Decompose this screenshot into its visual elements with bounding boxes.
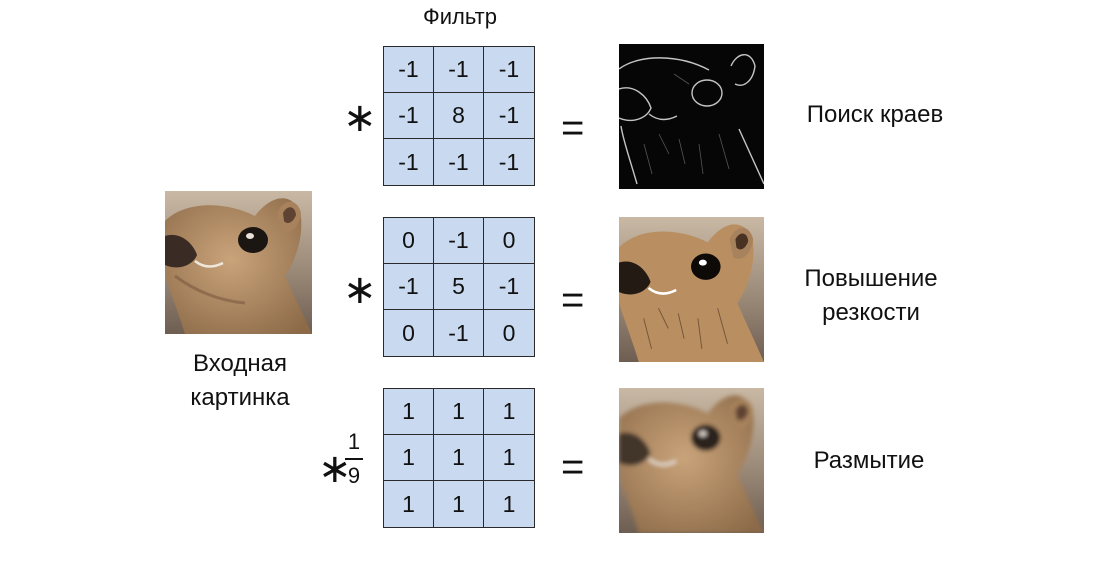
blur-filter-matrix: 1 1 1 1 1 1 1 1 1	[383, 388, 535, 528]
equals-sign-3: =	[561, 445, 585, 489]
matrix-cell: -1	[484, 47, 534, 93]
matrix-cell: 1	[434, 389, 484, 435]
matrix-cell: -1	[484, 264, 534, 310]
blur-result-label: Размытие	[774, 444, 964, 478]
matrix-cell: 1	[384, 481, 434, 527]
matrix-cell: 1	[484, 389, 534, 435]
convolve-operator-1: ∗	[343, 96, 377, 140]
matrix-cell: -1	[384, 47, 434, 93]
matrix-cell: 1	[384, 435, 434, 481]
fraction-denominator: 9	[347, 463, 361, 488]
matrix-cell: 1	[434, 481, 484, 527]
squirrel-photo-input	[165, 191, 312, 334]
squirrel-blurred-output	[619, 388, 764, 533]
equals-sign-2: =	[561, 278, 585, 322]
edge-result-label: Поиск краев	[780, 98, 970, 132]
matrix-cell: -1	[384, 139, 434, 185]
matrix-cell: 1	[384, 389, 434, 435]
edge-result-label-line1: Поиск краев	[806, 101, 944, 128]
blur-result-label-line1: Размытие	[813, 447, 925, 474]
scale-fraction: 1 9	[345, 429, 363, 489]
matrix-cell: -1	[498, 148, 520, 175]
matrix-cell: 8	[434, 93, 484, 139]
input-image	[165, 191, 312, 334]
edge-result-image	[619, 44, 764, 189]
sharpen-result-image	[619, 217, 764, 362]
blur-result-image	[619, 388, 764, 533]
sharpen-result-label: Повышение резкости	[776, 262, 966, 330]
fraction-bar	[345, 458, 363, 460]
matrix-cell: 0	[384, 310, 434, 356]
matrix-cell: -1	[434, 47, 484, 93]
matrix-cell: -1	[384, 93, 434, 139]
matrix-cell: 1	[502, 490, 516, 517]
squirrel-edges-output	[619, 44, 764, 189]
matrix-cell: 5	[434, 264, 484, 310]
sharpen-result-label-line1: Повышение	[804, 265, 938, 292]
convolve-operator-2: ∗	[343, 268, 377, 312]
matrix-cell: -1	[434, 139, 484, 185]
filter-title: Фильтр	[423, 4, 497, 29]
fraction-numerator: 1	[347, 429, 361, 454]
sharpen-filter-matrix: 0 -1 0 -1 5 -1 0 -1 0	[383, 217, 535, 357]
squirrel-sharpened-output	[619, 217, 764, 362]
equals-sign-1: =	[561, 106, 585, 150]
matrix-cell: -1	[434, 310, 484, 356]
convolve-operator-3: ∗	[318, 447, 352, 491]
matrix-cell: 0	[484, 218, 534, 264]
matrix-cell: 1	[484, 435, 534, 481]
matrix-cell: 1	[434, 435, 484, 481]
matrix-cell: -1	[434, 218, 484, 264]
input-label-line1: Входная	[193, 350, 287, 377]
matrix-cell: 0	[384, 218, 434, 264]
sharpen-result-label-line2: резкости	[822, 299, 920, 326]
matrix-cell: 0	[502, 319, 516, 346]
edge-filter-matrix: -1 -1 -1 -1 8 -1 -1 -1 -1	[383, 46, 535, 186]
matrix-cell: -1	[484, 93, 534, 139]
matrix-cell: -1	[384, 264, 434, 310]
input-label-line2: картинка	[190, 384, 290, 411]
input-label: Входная картинка	[150, 347, 330, 415]
